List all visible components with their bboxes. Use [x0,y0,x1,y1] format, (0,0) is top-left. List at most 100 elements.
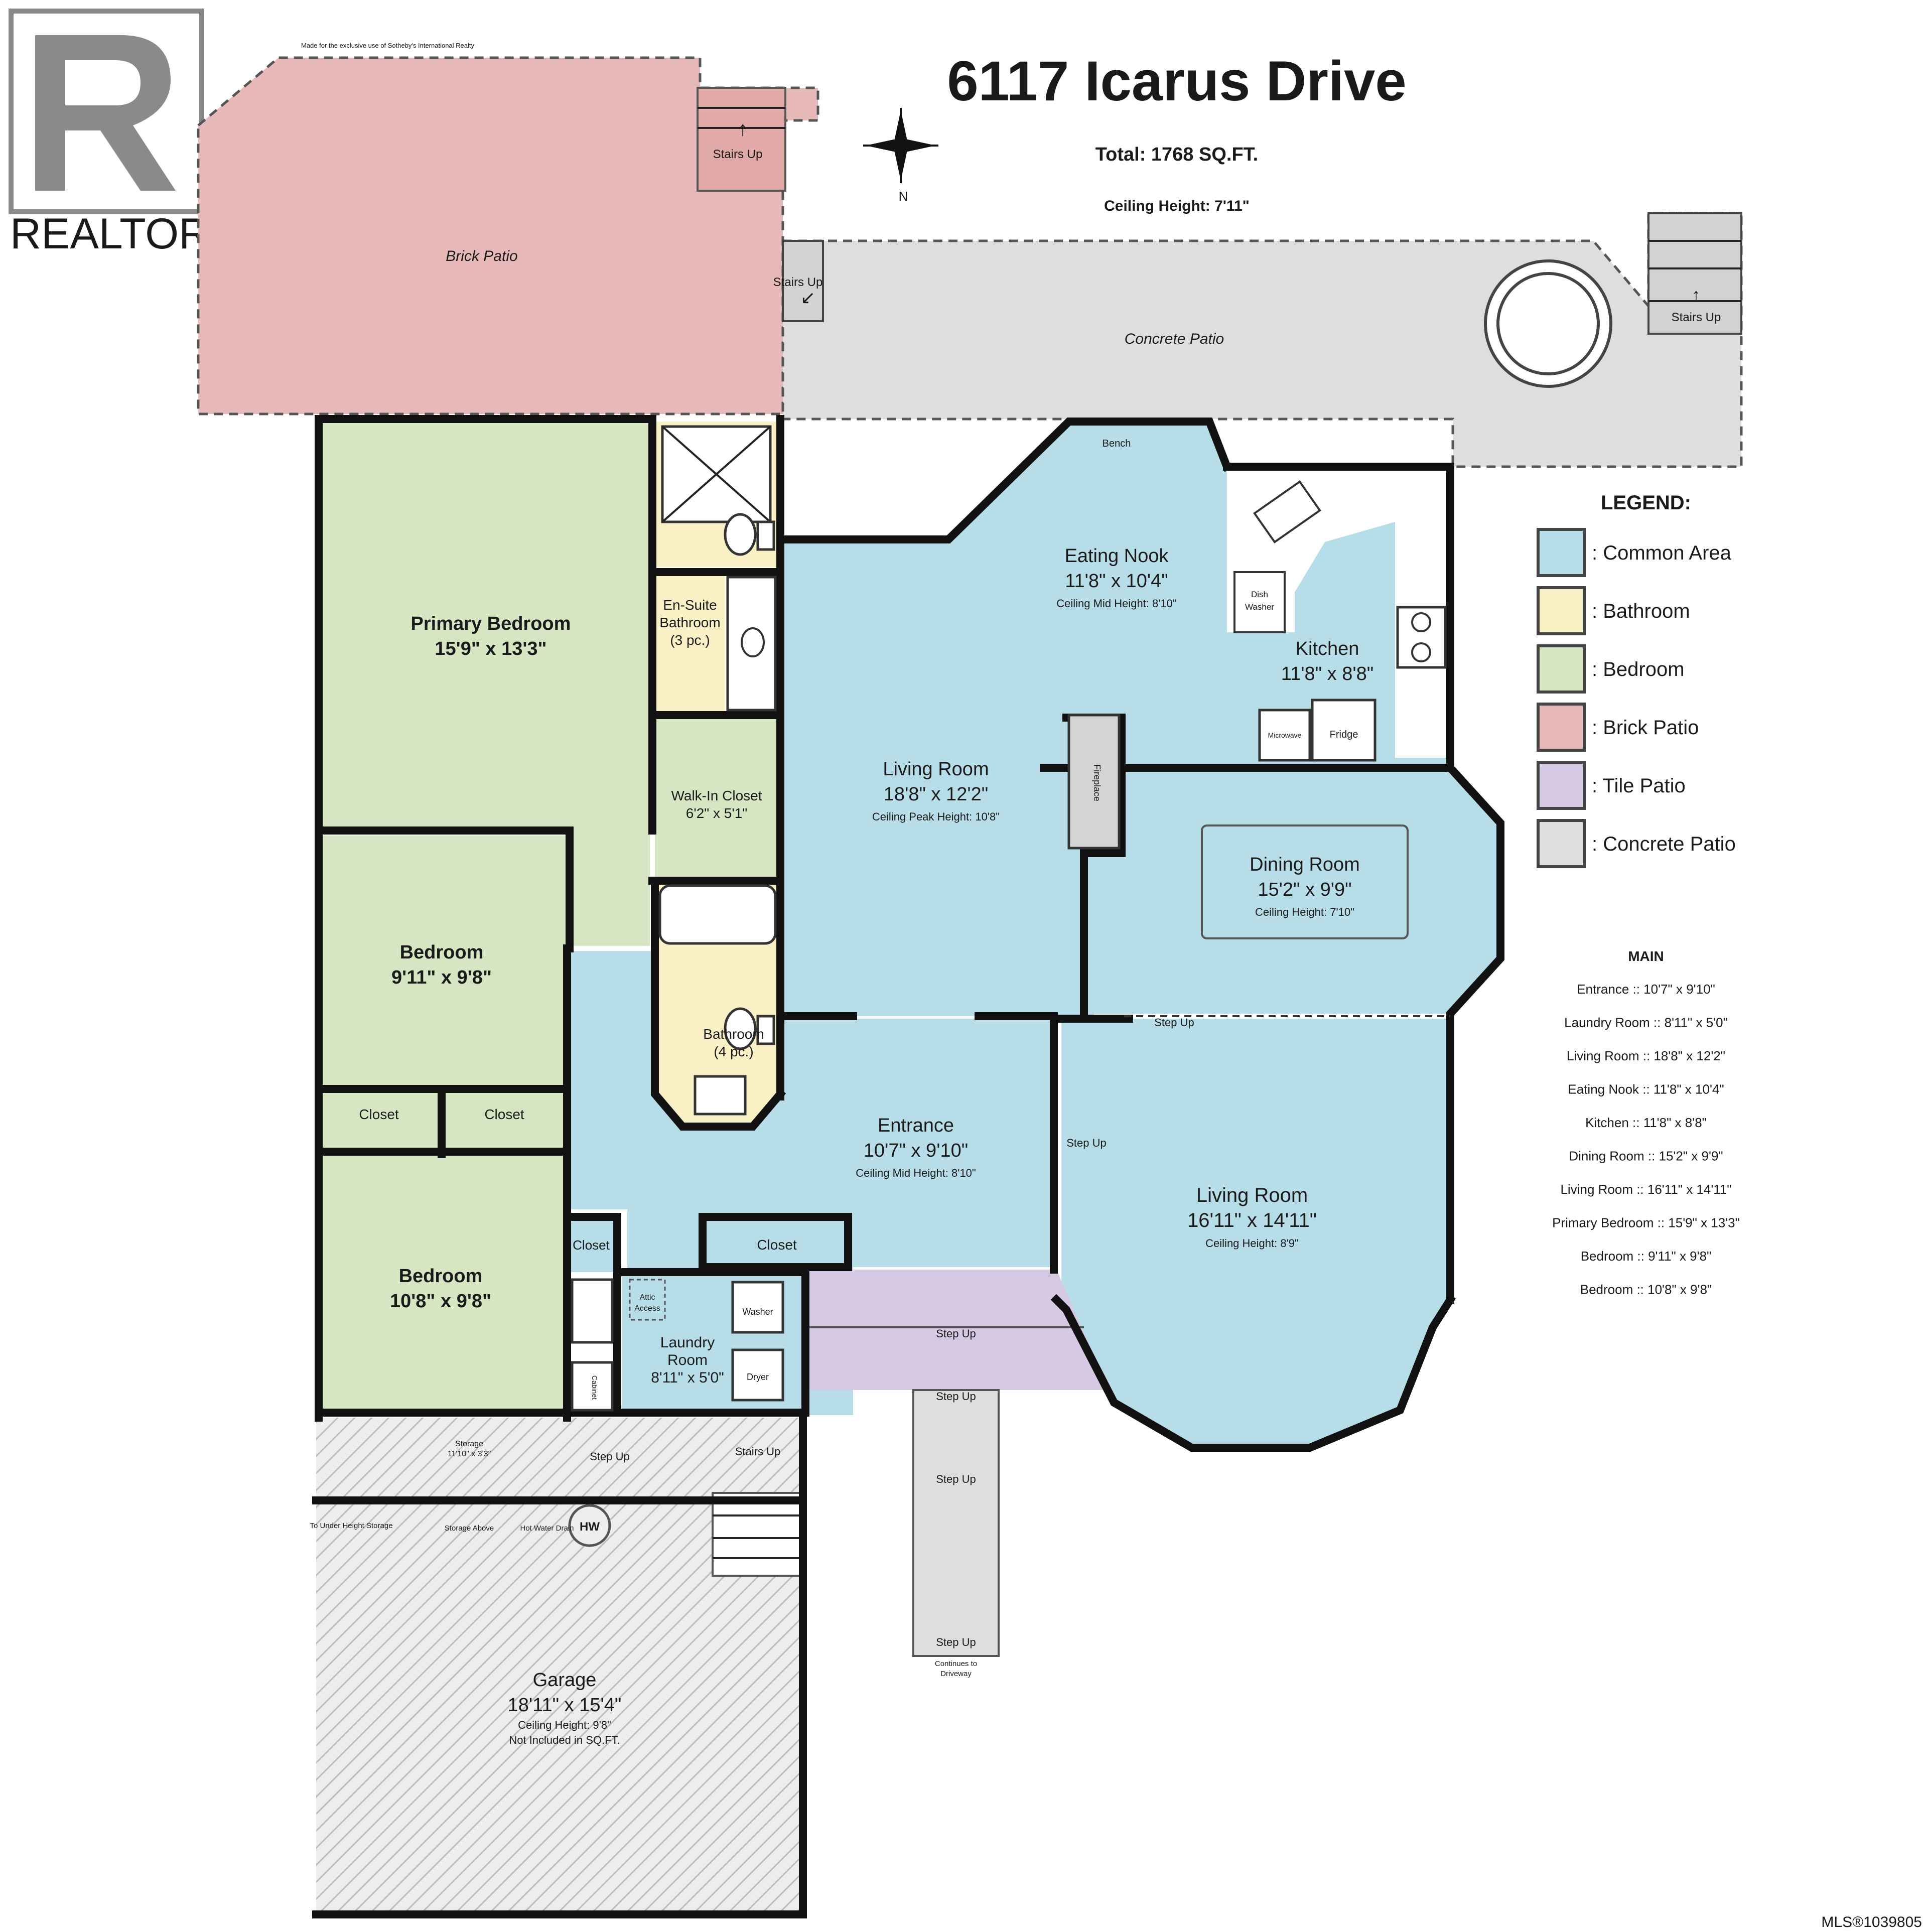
living-two-ceiling: Ceiling Height: 8'9" [1205,1237,1299,1250]
room-list-item: Kitchen :: 11'8" x 8'8" [1585,1115,1707,1130]
concrete-stairs [1647,212,1742,335]
stairs-up-garage: Stairs Up [735,1445,780,1458]
dining-name: Dining Room [1250,854,1360,875]
mls-number: MLS®1039805 [1821,1914,1922,1930]
bathroom-sub: (4 pc.) [714,1044,753,1059]
garage-dim: 18'11" x 15'4" [508,1695,622,1716]
living-two-name: Living Room [1196,1184,1308,1206]
legend-swatch [1537,528,1586,577]
primary-bedroom-dim: 15'9" x 13'3" [435,638,546,659]
closet-bed2 [444,1089,567,1152]
bathroom-name: Bathroom [703,1026,764,1042]
arrow-left-icon: ↙ [800,287,815,308]
room-list-item: Living Room :: 16'11" x 14'11" [1560,1182,1731,1197]
entrance-dim: 10'7" x 9'10" [864,1140,968,1161]
room-list-item: Dining Room :: 15'2" x 9'9" [1569,1149,1723,1164]
under-height-label: To Under Height Storage [310,1522,392,1530]
plan-title: 6117 Icarus Drive [947,50,1406,112]
arrow-up-icon-2: ↑ [1692,285,1701,305]
bedroom-one [321,836,567,1089]
nook-ceiling: Ceiling Mid Height: 8'10" [1056,597,1176,610]
living-room-one [783,770,1094,1016]
entry-closet-label: Closet [757,1237,797,1253]
brick-stairs [697,87,786,192]
legend-label: : Common Area [1592,542,1732,564]
fridge-label: Fridge [1330,729,1358,740]
room-list-item: Bedroom :: 10'8" x 9'8" [1580,1282,1712,1297]
concrete-patio-label: Concrete Patio [1125,331,1224,347]
nook-dim: 11'8" x 10'4" [1065,571,1168,592]
legend-label: : Tile Patio [1592,775,1686,797]
dishwasher-label-2: Washer [1245,602,1274,612]
legend-label: : Concrete Patio [1592,833,1736,855]
entrance-hall [567,951,1051,1415]
step-up-storage: Step Up [590,1450,630,1463]
room-list-title: MAIN [1628,948,1664,964]
room-list-item: Living Room :: 18'8" x 12'2" [1567,1048,1725,1063]
room-list-item: Laundry Room :: 8'11" x 5'0" [1564,1015,1728,1030]
legend-swatch [1537,644,1586,694]
primary-bedroom [321,419,650,831]
realtor-logo: REALTOR ® [9,9,226,261]
continues-label-1: Continues to [935,1660,977,1668]
hw-label: HW [580,1520,600,1534]
legend-label: : Bathroom [1592,600,1690,622]
legend-label: : Bedroom [1592,658,1685,680]
ceiling-height: Ceiling Height: 7'11" [1104,198,1250,214]
entry-closet [705,1217,848,1267]
garage-name: Garage [533,1670,597,1691]
bedroom-one-name: Bedroom [400,942,484,963]
microwave-label: Microwave [1268,731,1302,739]
walkin-name: Walk-In Closet [671,788,762,803]
garage-stairs [712,1492,804,1577]
patio-steps [782,240,824,322]
small-closet [567,1217,617,1272]
step-up-walk-1: Step Up [936,1473,976,1485]
walkin-dim: 6'2" x 5'1" [686,805,747,821]
living-one-ceiling: Ceiling Peak Height: 10'8" [872,810,1000,823]
living-one-name: Living Room [883,759,989,780]
ensuite-name-2: Bathroom [659,615,720,630]
ensuite-sub: (3 pc.) [670,632,710,648]
laundry-name-2: Room [667,1352,708,1368]
step-up-walk-2: Step Up [936,1636,976,1648]
primary-bedroom-lower [570,831,650,946]
primary-bedroom-name: Primary Bedroom [411,613,571,634]
room-list: Entrance :: 10'7" x 9'10"Laundry Room ::… [1552,982,1740,1297]
dryer-label: Dryer [747,1372,769,1382]
attic-label-2: Access [634,1304,660,1313]
step-up-living: Step Up [1066,1137,1107,1149]
dining-ceiling: Ceiling Height: 7'10" [1255,906,1354,918]
continues-label-2: Driveway [940,1670,972,1678]
storage-dim: 11'10" x 3'3" [448,1450,491,1458]
compass-icon [863,108,938,183]
walls [312,415,1504,1918]
nook-name: Eating Nook [1064,545,1169,567]
dishwasher-label-1: Dish [1251,590,1268,599]
washer-label: Washer [742,1307,773,1317]
step-up-dining: Step Up [1154,1016,1194,1029]
room-list-item: Eating Nook :: 11'8" x 10'4" [1568,1082,1724,1097]
walk-in-closet [655,718,778,878]
legend-title: LEGEND: [1601,492,1691,514]
bench-label: Bench [1103,438,1131,449]
attic-label-1: Attic [639,1293,655,1302]
stairs-up-label-3: Stairs Up [1672,311,1721,324]
fine-print: Made for the exclusive use of Sotheby's … [301,42,475,49]
fireplace-label: Fireplace [1092,764,1102,801]
walkway [912,1389,1000,1657]
tile-patio [805,1270,1109,1390]
cabinet-label: Cabinet [591,1375,599,1400]
garage-note: Not Included in SQ.FT. [509,1734,620,1746]
garage-ceiling: Ceiling Height: 9'8" [518,1719,611,1731]
stairs-up-label: Stairs Up [713,148,763,161]
stairs-up-label-2: Stairs Up [773,275,823,289]
bedroom-two [321,1154,567,1410]
legend-swatch [1537,586,1586,635]
hot-water-label: Hot Water Drain [520,1524,574,1533]
kitchen-dim: 11'8" x 8'8" [1281,663,1373,684]
dining-dim: 15'2" x 9'9" [1258,879,1351,900]
closet-bed1 [321,1089,442,1152]
step-up-tile-1: Step Up [936,1327,976,1340]
